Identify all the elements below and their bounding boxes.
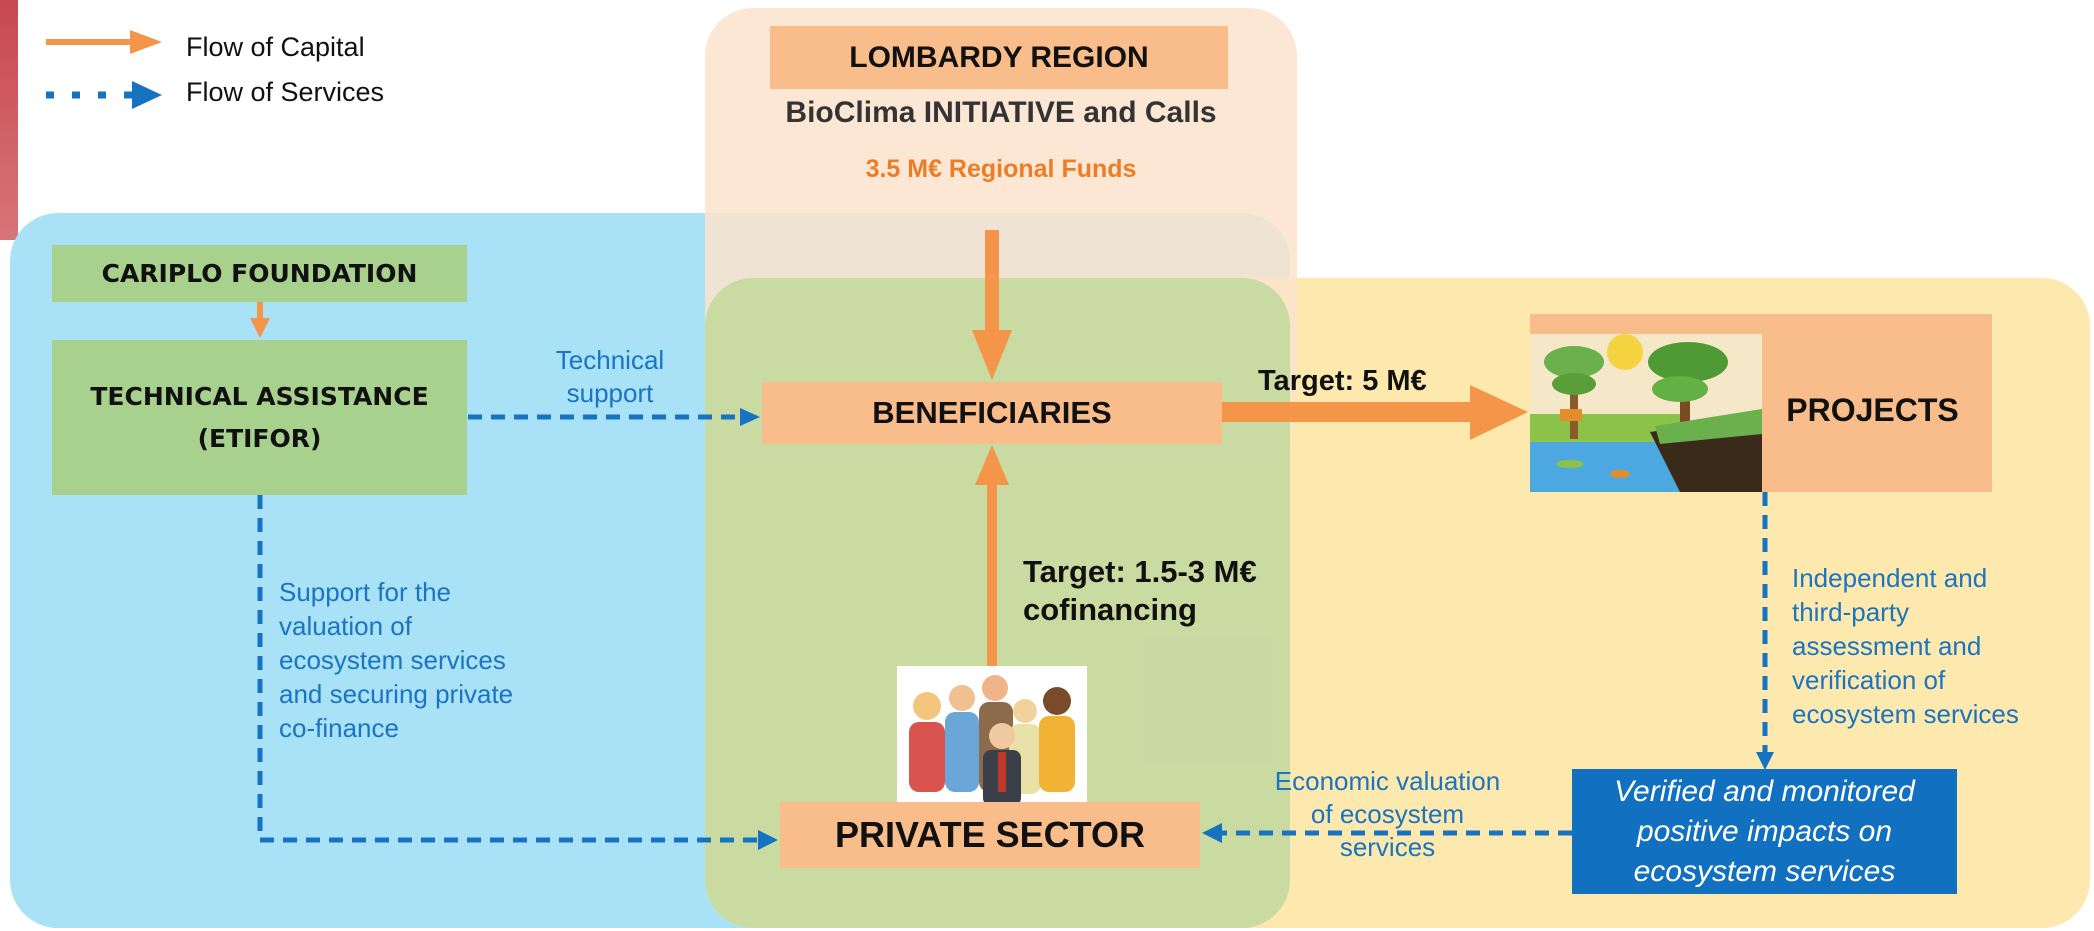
side-decoration-strip [0,0,18,240]
cariplo-foundation-box: CARIPLO FOUNDATION [52,245,467,302]
technical-assistance-line1: TECHNICAL ASSISTANCE [90,381,429,411]
lombardy-to-beneficiaries-arrow [972,230,1012,380]
ta-to-private-sector-arrow [257,495,778,850]
projects-to-verified-arrow [1756,492,1774,770]
independent-assessment-label: Independent and third-party assessment a… [1792,561,2019,731]
private-sector-box: PRIVATE SECTOR [780,802,1200,868]
verified-line3: ecosystem services [1633,854,1896,888]
technical-assistance-box: TECHNICAL ASSISTANCE (ETIFOR) [52,340,467,495]
legend-services-arrow [46,81,162,109]
support-valuation-label: Support for the valuation of ecosystem s… [279,575,513,745]
verified-to-private-sector-arrow [1202,823,1572,843]
beneficiaries-box: BENEFICIARIES [762,382,1222,444]
support-valuation-line1: Support for the [279,577,451,607]
beneficiaries-to-projects-arrow [1222,385,1528,440]
target-cofinancing-label: Target: 1.5-3 M€ cofinancing [1023,553,1257,629]
technical-support-label: Technical support [520,342,700,412]
support-valuation-line3: ecosystem services [279,645,506,675]
verified-impacts-box: Verified and monitored positive impacts … [1572,769,1957,894]
target-cofinancing-line1: Target: 1.5-3 M€ [1023,554,1257,589]
target-cofinancing-line2: cofinancing [1023,592,1197,627]
technical-support-arrow [468,408,760,426]
support-valuation-line4: and securing private [279,679,514,709]
cariplo-to-ta-arrow [250,302,270,338]
economic-valuation-line1: Economic valuation [1274,766,1501,796]
independent-line5: ecosystem services [1792,699,2019,729]
regional-funds-label: 3.5 M€ Regional Funds [865,154,1137,183]
economic-valuation-line2: of ecosystem [1310,799,1465,829]
legend-services-label: Flow of Services [186,77,385,107]
verified-line2: positive impacts on [1636,814,1893,848]
technical-support-line1: Technical [555,345,665,375]
technical-support-line2: support [566,378,654,408]
independent-line1: Independent and [1792,563,1988,593]
lombardy-region-title: LOMBARDY REGION [770,26,1228,89]
bioclima-subtitle: BioClima INITIATIVE and Calls [785,96,1217,129]
independent-line2: third-party [1792,597,1910,627]
economic-valuation-line3: services [1339,832,1436,862]
economic-valuation-label: Economic valuation of ecosystem services [1250,765,1525,864]
independent-line4: verification of [1792,665,1946,695]
legend-capital-label: Flow of Capital [186,32,365,62]
private-to-beneficiaries-arrow [975,445,1009,666]
target-5-label: Target: 5 M€ [1258,365,1427,397]
legend-capital-arrow [46,30,162,54]
support-valuation-line5: co-finance [279,713,399,743]
projects-label: PROJECTS [1786,391,1959,428]
technical-assistance-line2: (ETIFOR) [197,423,322,453]
verified-line1: Verified and monitored [1614,774,1915,808]
landscape-illustration-icon [1530,314,1762,492]
support-valuation-line2: valuation of [279,611,412,641]
independent-line3: assessment and [1792,631,1982,661]
people-group-illustration-icon [897,666,1087,806]
